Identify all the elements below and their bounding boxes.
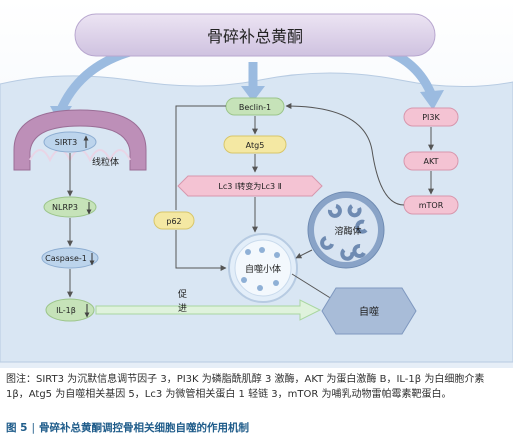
promote-arrow [95,299,322,321]
title-box [74,13,436,57]
nlrp3-label: NLRP3 [52,203,78,212]
title-separator: | [31,422,36,434]
figure-title: 图 5|骨碎补总黄酮调控骨相关细胞自噬的作用机制 [6,420,506,435]
lc3-node [177,175,323,197]
autolysosome-label: 自噬小体 [245,263,281,275]
akt-node [403,151,459,171]
sirt3-label: SIRT3 [55,138,77,147]
pi3k-node [403,107,459,127]
caspase1-label: Caspase-1 [45,254,87,263]
atg5-label: Atg5 [246,141,265,150]
atg5-node [223,135,287,154]
promote-label-2: 进 [178,303,187,314]
sirt3-node [43,131,97,153]
mechanism-diagram: 骨碎补总黄酮 线粒体 SIRT3 NLRP3 Caspase-1 IL-1β 促… [0,0,513,368]
caspase1-node [41,247,99,269]
akt-label: AKT [424,157,439,166]
beclin1-label: Beclin-1 [239,103,271,112]
pi3k-label: PI3K [422,113,440,122]
p62-node [153,211,195,230]
il1b-node [45,298,95,322]
mitochondria-label: 线粒体 [92,156,119,168]
autolysosome [228,233,298,303]
figure-number: 图 5 [6,422,28,434]
autophagy-node [321,287,417,335]
mtor-label: mTOR [419,201,444,210]
lysosome [307,191,385,269]
il1b-label: IL-1β [56,306,76,315]
lc3-label: Lc3 Ⅰ转变为Lc3 Ⅱ [218,181,281,191]
figure-caption: 图注：SIRT3 为沉默信息调节因子 3，PI3K 为磷脂酰肌醇 3 激酶，AK… [6,374,485,400]
promote-label-1: 促 [178,288,187,300]
diagram-title: 骨碎补总黄酮 [207,27,303,46]
p62-label: p62 [166,217,181,226]
lysosome-label: 溶酶体 [334,225,361,237]
nlrp3-node [43,196,97,218]
autophagy-label: 自噬 [359,305,379,318]
figure-title-text: 骨碎补总黄酮调控骨相关细胞自噬的作用机制 [39,422,250,434]
